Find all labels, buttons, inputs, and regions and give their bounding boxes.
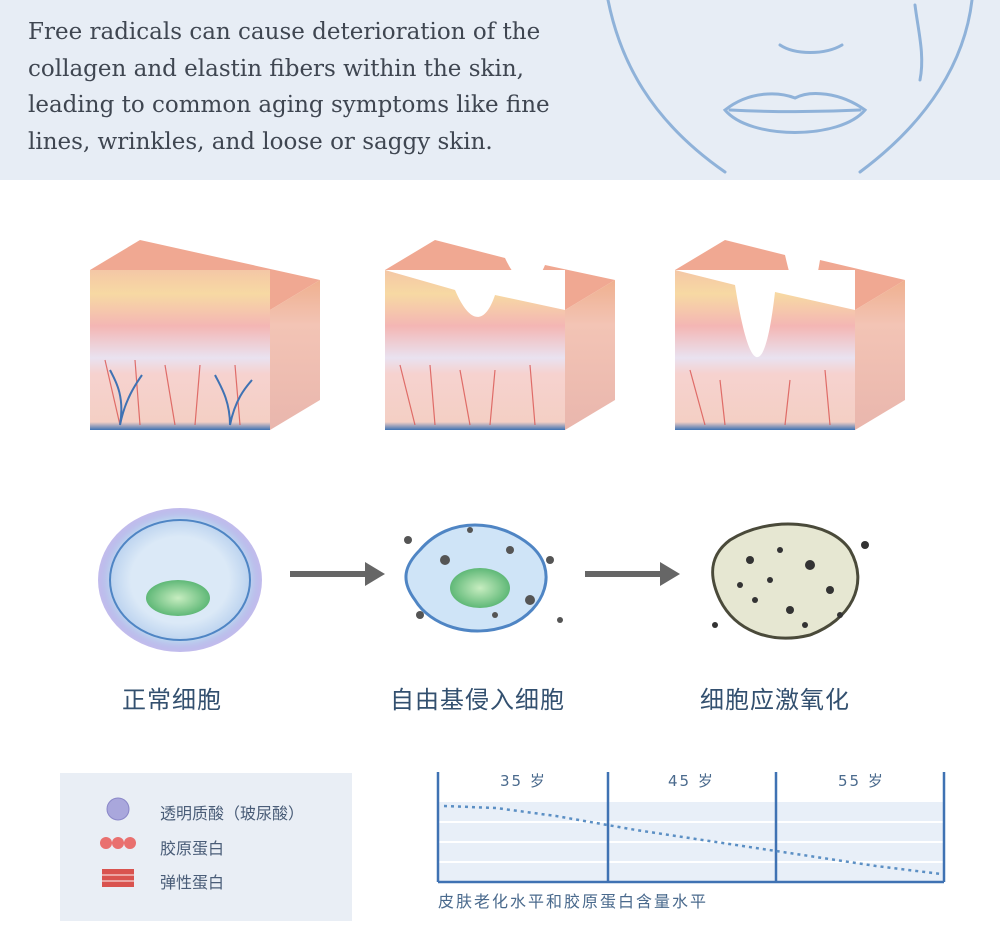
age-chart xyxy=(436,772,946,884)
skin-diagram xyxy=(90,240,905,430)
skin-block-normal xyxy=(90,240,320,430)
legend: 透明质酸（玻尿酸） 胶原蛋白 弹性蛋白 xyxy=(60,773,352,921)
elastin-icon xyxy=(102,869,134,887)
age-label-55: 55 岁 xyxy=(838,772,885,790)
skin-block-wrinkle xyxy=(385,240,615,430)
chart-caption: 皮肤老化水平和胶原蛋白含量水平 xyxy=(438,892,709,911)
age-label-35: 35 岁 xyxy=(500,772,547,790)
legend-label-elastin: 弹性蛋白 xyxy=(160,873,225,892)
legend-label-hyaluronic: 透明质酸（玻尿酸） xyxy=(160,804,305,823)
cell-label-normal: 正常细胞 xyxy=(122,686,222,714)
header-banner xyxy=(0,0,1000,180)
normal-cell xyxy=(98,508,262,652)
aging-trend-line xyxy=(443,804,942,876)
cell-diagram xyxy=(98,508,869,652)
intro-text: Free radicals can cause deterioration of… xyxy=(28,19,550,155)
face-illustration xyxy=(606,0,974,174)
cell-label-invaded: 自由基侵入细胞 xyxy=(390,686,565,714)
hyaluronic-acid-icon xyxy=(106,797,130,821)
age-label-45: 45 岁 xyxy=(668,772,715,790)
skin-block-deep-wrinkle xyxy=(675,240,905,430)
invaded-cell xyxy=(404,523,563,633)
collagen-icon xyxy=(100,837,136,849)
arrow-right-icon xyxy=(290,562,385,586)
cell-label-oxidized: 细胞应激氧化 xyxy=(700,686,850,714)
arrow-right-icon xyxy=(585,562,680,586)
oxidized-cell xyxy=(711,522,869,640)
legend-label-collagen: 胶原蛋白 xyxy=(160,839,225,858)
